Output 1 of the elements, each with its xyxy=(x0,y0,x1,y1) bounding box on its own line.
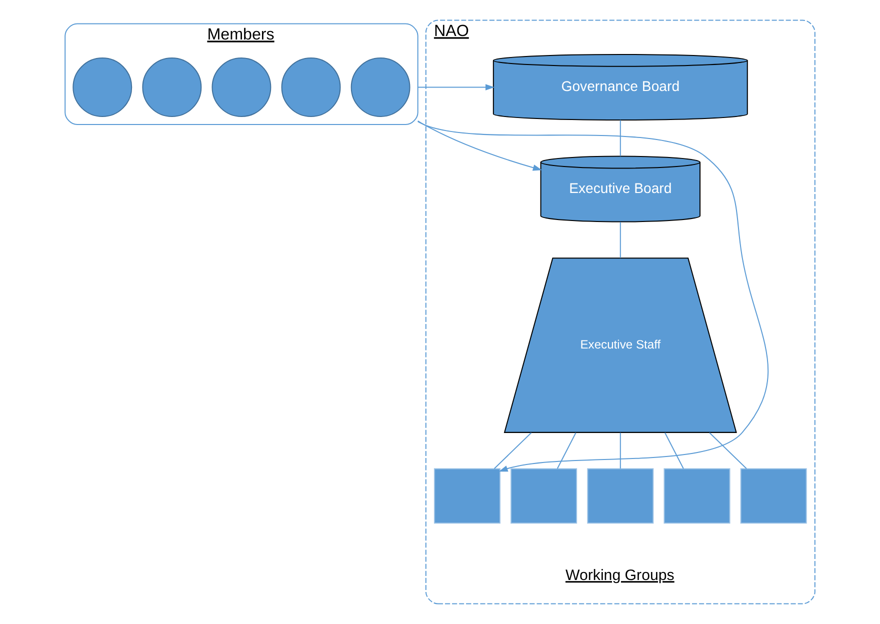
node-text: Working Groups xyxy=(565,567,674,584)
